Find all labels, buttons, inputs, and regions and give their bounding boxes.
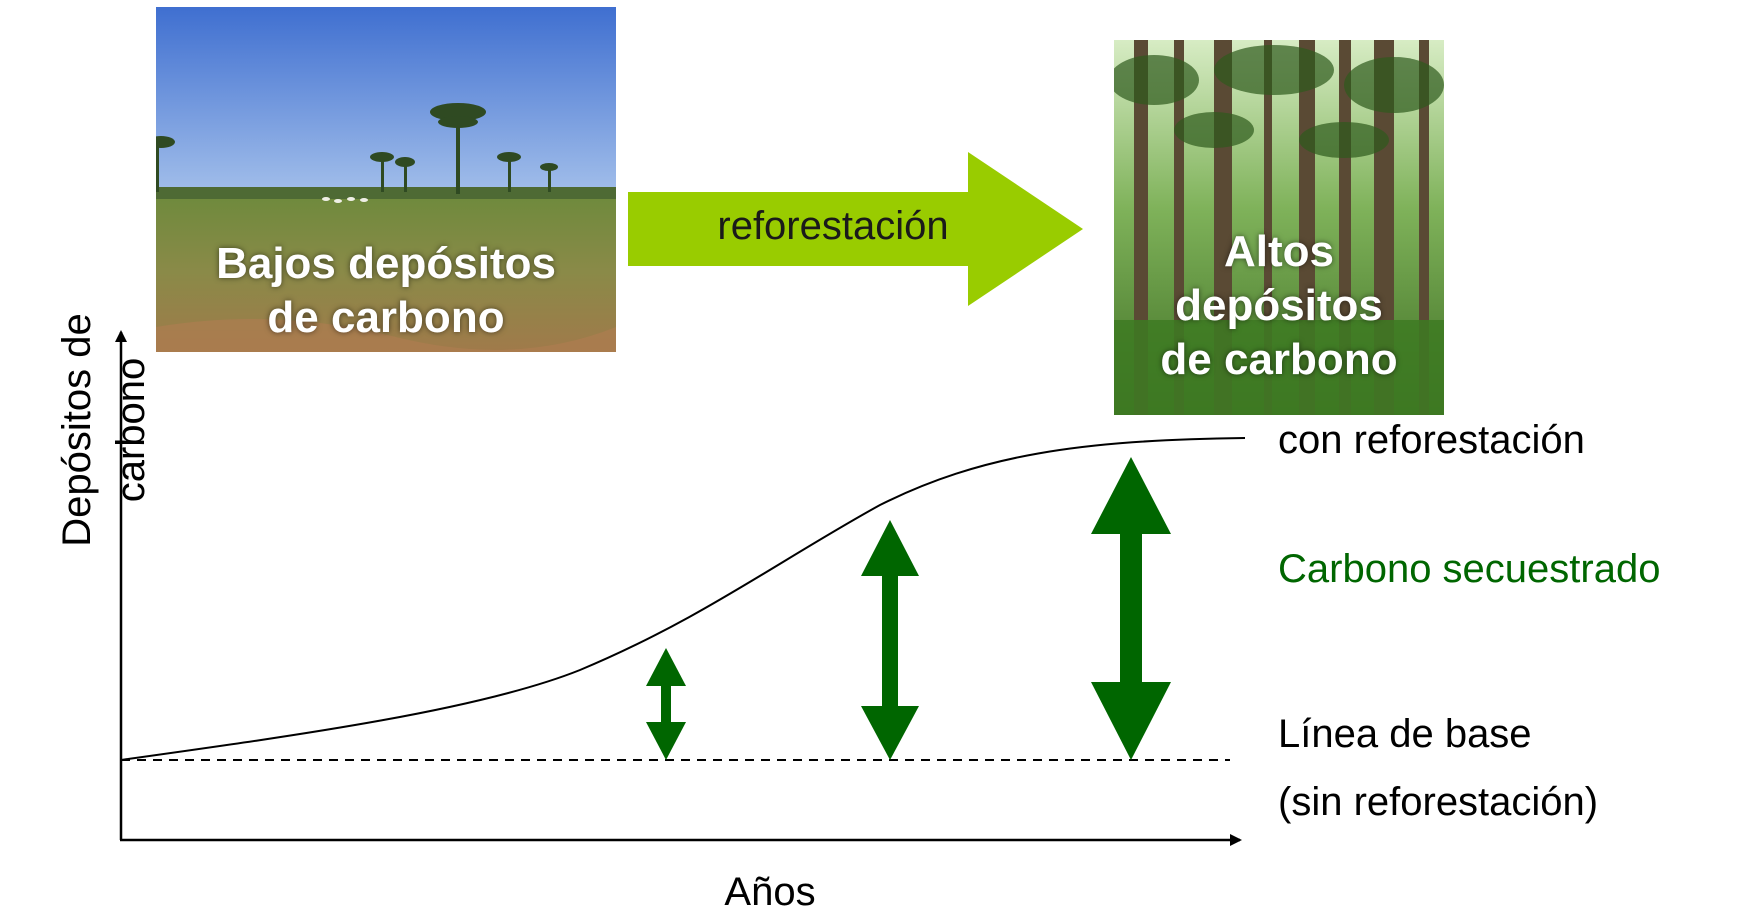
reforestation-arrow — [628, 152, 1083, 306]
pasture-scene-image — [156, 7, 616, 352]
pasture-photo: Bajos depósitos de carbono — [156, 7, 616, 352]
low-carbon-caption-line1: Bajos depósitos — [216, 239, 556, 288]
y-axis-label-line1: Depósitos de — [55, 313, 99, 547]
curve-label: con reforestación — [1278, 418, 1585, 462]
y-axis-label-line2: carbono — [109, 357, 153, 503]
sequestered-arrow-medium — [861, 520, 919, 760]
baseline-label-line1: Línea de base — [1278, 712, 1532, 756]
low-carbon-caption: Bajos depósitos de carbono — [156, 237, 616, 345]
reforestation-arrow-shape — [628, 152, 1083, 306]
forest-scene-image — [1114, 40, 1444, 415]
high-carbon-caption-line1: Altos — [1224, 227, 1334, 276]
reforestation-arrow-label: reforestación — [717, 204, 949, 248]
reforestation-curve — [120, 437, 1246, 761]
y-axis-label: Depósitos de carbono — [50, 250, 158, 610]
sequestered-carbon-label: Carbono secuestrado — [1278, 547, 1661, 591]
high-carbon-caption: Altos depósitos de carbono — [1114, 225, 1444, 387]
low-carbon-caption-line2: de carbono — [267, 293, 505, 342]
high-carbon-caption-line2: depósitos — [1175, 281, 1383, 330]
high-carbon-caption-line3: de carbono — [1160, 335, 1398, 384]
sequestered-arrow-small — [646, 648, 686, 760]
forest-photo: Altos depósitos de carbono — [1114, 40, 1444, 415]
baseline-label-line2: (sin reforestación) — [1278, 780, 1599, 824]
x-axis-label: Años — [724, 870, 816, 914]
sequestered-arrow-large — [1091, 457, 1171, 760]
